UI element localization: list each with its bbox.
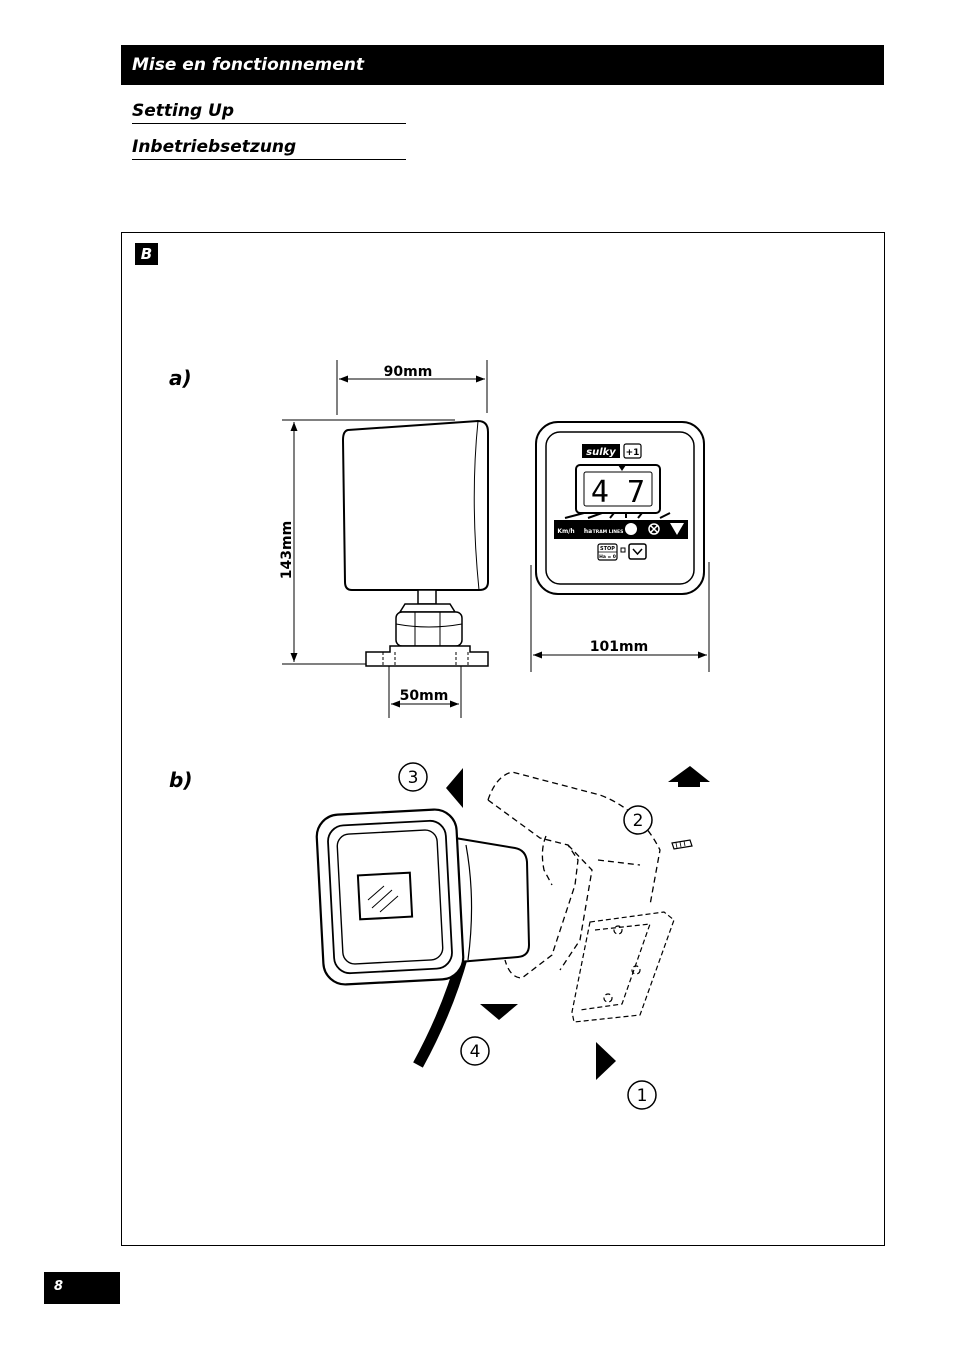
icon-label-speed: Km/h <box>557 528 574 535</box>
side-view-drawing <box>282 360 489 718</box>
section-title-english: Setting Up <box>132 101 406 124</box>
icon-label-area: ha <box>584 528 592 535</box>
step-4-number: 4 <box>470 1042 481 1062</box>
step-2-number: 2 <box>633 811 644 831</box>
icon-label-tramlines: TRAM LINES <box>593 529 624 535</box>
page-number: 8 <box>44 1272 120 1304</box>
dimension-height-label: 143mm <box>279 521 295 579</box>
step-1-number: 1 <box>637 1086 648 1106</box>
figure-frame <box>121 232 885 1246</box>
figure-part-a-label: a) <box>169 366 192 390</box>
section-title-french: Mise en fonctionnement <box>121 45 884 85</box>
dimension-width-label: 90mm <box>384 364 433 380</box>
brand-logo: sulky <box>586 447 616 458</box>
stop-key-label: STOP <box>600 546 615 552</box>
front-view-drawing <box>530 421 710 672</box>
dimension-base-label: 50mm <box>400 688 449 704</box>
dimension-front-width-label: 101mm <box>590 639 648 655</box>
plus-one-key-label: +1 <box>626 448 640 458</box>
step-3-number: 3 <box>408 768 419 788</box>
figure-part-b-label: b) <box>169 768 193 792</box>
section-title-german: Inbetriebsetzung <box>132 137 406 160</box>
mounting-drawing <box>315 762 710 1110</box>
lcd-reading: 4 7 <box>591 475 645 510</box>
reset-key-label: Ha = 0 <box>599 554 616 560</box>
figure-section-letter: B <box>135 243 158 265</box>
